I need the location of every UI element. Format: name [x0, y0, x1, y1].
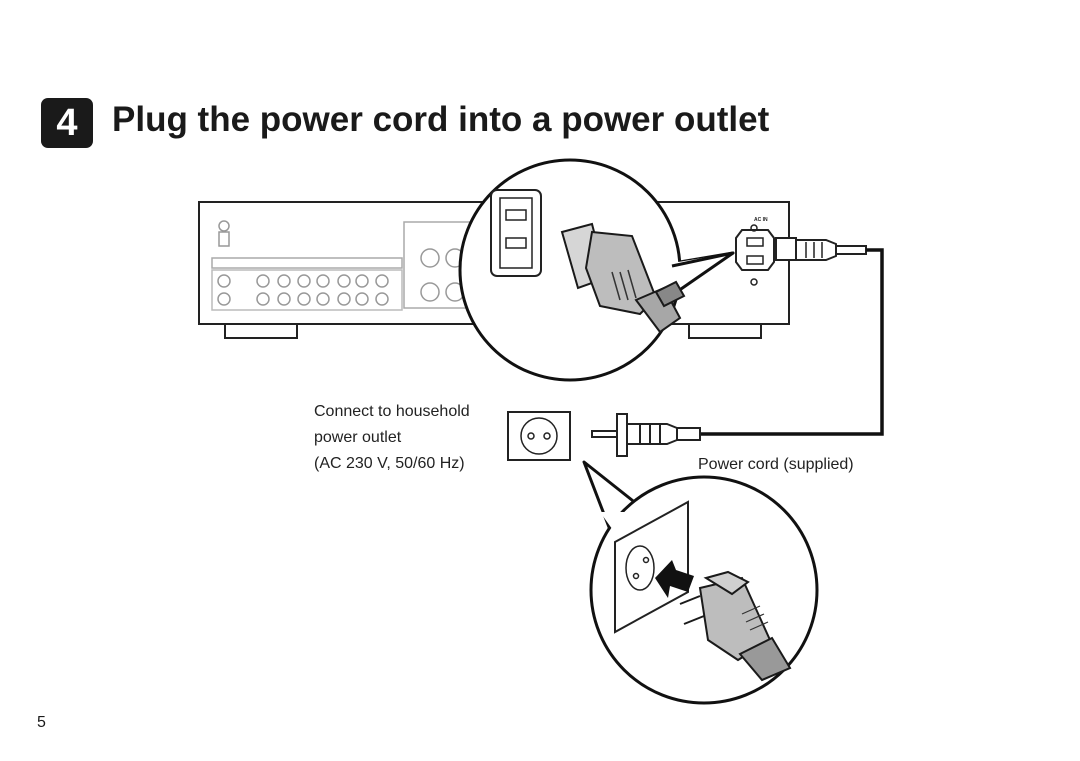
wall-outlet-icon: [507, 411, 571, 461]
step-number-badge: 4: [41, 98, 93, 148]
power-cord-caption: Power cord (supplied): [698, 456, 854, 473]
ac-in-label: AC IN: [754, 217, 768, 223]
cord-plug-icon: [591, 413, 701, 457]
page-number: 5: [37, 714, 46, 731]
household-caption-line3: (AC 230 V, 50/60 Hz): [314, 455, 465, 472]
power-cord-line: [700, 248, 884, 436]
inlet-magnifier: [458, 158, 735, 382]
step-title: Plug the power cord into a power outlet: [112, 100, 770, 139]
outlet-magnifier: [582, 460, 819, 705]
household-caption-line1: Connect to household: [314, 403, 470, 420]
household-caption-line2: power outlet: [314, 429, 402, 446]
